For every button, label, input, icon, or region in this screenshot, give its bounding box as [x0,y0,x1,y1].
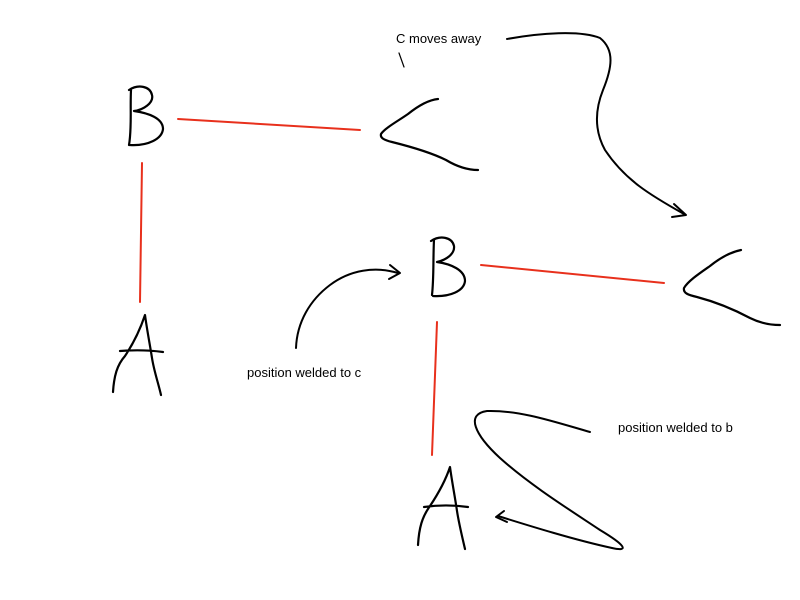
config-after [416,236,782,551]
link-a-b-after [431,321,438,456]
move-arrow-head [671,203,687,218]
node-c-glyph-after [682,248,782,327]
weld-b-arrow-group [474,409,624,550]
node-c-glyph-before [379,97,480,172]
link-a-b-before [139,162,143,303]
weld-b-arrow-head [495,510,508,523]
link-b-c-after [480,264,665,284]
annotation-c-moves-away: C moves away [396,31,482,46]
config-before [111,85,480,397]
annotation-welded-to-c: position welded to c [247,365,362,380]
weld-c-arrow-head [388,264,401,280]
weld-c-arrow-group [295,264,401,349]
weld-c-arrow-path [295,268,399,349]
node-a-glyph-before [111,313,165,397]
node-a-glyph-after [416,465,470,551]
node-b-glyph-after [429,236,467,298]
move-arrow-path [506,32,685,215]
annotation-welded-to-b: position welded to b [618,420,733,435]
label-tick [398,52,405,68]
weld-b-arrow-path [474,409,624,550]
node-b-glyph-before [127,85,165,147]
link-b-c-before [177,118,361,131]
move-arrow-group [398,32,687,218]
